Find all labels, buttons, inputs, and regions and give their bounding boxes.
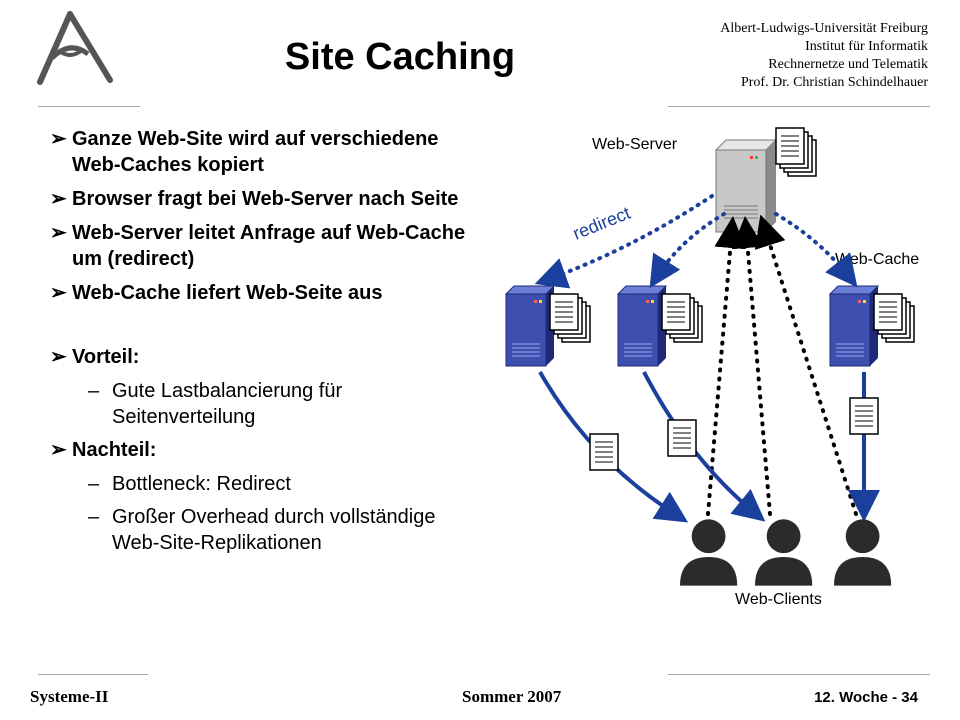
university-info: Albert-Ludwigs-Universität Freiburg Inst… <box>720 20 928 92</box>
footer-term: Sommer 2007 <box>462 687 562 706</box>
bullet-item: ➢Web-Server leitet Anfrage auf Web-Cache… <box>50 220 480 272</box>
university-line: Institut für Informatik <box>805 39 928 54</box>
redirect-arrow <box>774 212 858 288</box>
page-title: Site Caching <box>284 36 516 78</box>
arrow-bullet-icon: ➢ <box>50 128 67 150</box>
web-server-label: Web-Server <box>592 136 678 153</box>
bullet-text: Ganze Web-Site wird auf verschiedene Web… <box>72 128 439 176</box>
bullet-item: ➢Web-Cache liefert Web-Seite aus <box>50 280 480 306</box>
arrow-bullet-icon: ➢ <box>50 222 67 244</box>
sub-bullet-item: –Bottleneck: Redirect <box>88 473 291 495</box>
web-server-icon <box>714 139 778 233</box>
delivery-arrow <box>642 371 766 522</box>
header-rule-right <box>668 106 930 107</box>
arrow-bullet-icon: ➢ <box>50 346 67 368</box>
arrow-bullet-icon: ➢ <box>50 439 67 461</box>
bullet-item: ➢Nachteil: <box>50 437 480 463</box>
request-arrow <box>731 216 772 516</box>
footer-rule-left <box>38 674 148 675</box>
sub-bullet-text: Großer Overhead durch vollständige Web-S… <box>112 506 436 554</box>
bullet-text: Nachteil: <box>72 439 157 461</box>
redirect-arrow <box>534 194 714 289</box>
web-client-icon <box>755 519 813 586</box>
sub-bullet-item: –Gute Lastbalancierung für Seitenverteil… <box>88 380 343 428</box>
footer-rule-right <box>668 674 930 675</box>
web-page-icon <box>849 397 879 435</box>
bullet-list: ➢Ganze Web-Site wird auf verschiedene We… <box>50 126 480 563</box>
sub-bullet-text: Bottleneck: Redirect <box>112 473 291 495</box>
sub-bullet-text: Gute Lastbalancierung für Seitenverteilu… <box>112 380 343 428</box>
web-clients-label: Web-Clients <box>735 591 822 608</box>
web-cache-server-icon <box>829 285 879 367</box>
arrow-bullet-icon: ➢ <box>50 188 67 210</box>
redirect-label: redirect <box>570 203 633 244</box>
bullet-text: Vorteil: <box>72 346 140 368</box>
web-cache-documents-icon <box>874 294 914 342</box>
web-cache-server-icon <box>505 285 555 367</box>
web-page-icon <box>589 433 619 471</box>
university-line: Rechnernetze und Telematik <box>768 57 928 72</box>
redirect-arrow <box>649 212 726 289</box>
bullet-item: ➢Browser fragt bei Web-Server nach Seite <box>50 186 480 212</box>
web-cache-label: Web-Cache <box>835 251 919 268</box>
web-cache-documents-icon <box>662 294 702 342</box>
sub-bullet-item: –Großer Overhead durch vollständige Web-… <box>88 506 436 554</box>
bullet-item: ➢Ganze Web-Site wird auf verschiedene We… <box>50 126 480 178</box>
web-server-documents-icon <box>776 128 816 176</box>
bullet-item: ➢Vorteil: <box>50 344 480 370</box>
web-cache-server-icon <box>617 285 667 367</box>
request-arrow <box>706 216 747 516</box>
web-client-icon <box>834 519 892 586</box>
university-line: Albert-Ludwigs-Universität Freiburg <box>720 21 928 36</box>
web-page-icon <box>667 419 697 457</box>
web-client-icon <box>680 519 738 586</box>
footer-course: Systeme-II <box>30 687 109 706</box>
request-arrow <box>754 214 858 516</box>
arrow-bullet-icon: ➢ <box>50 282 67 304</box>
web-cache-documents-icon <box>550 294 590 342</box>
header-rule-left <box>38 106 140 107</box>
site-caching-diagram: Web-Server Web-Cache redirect Web-Client… <box>505 110 919 608</box>
university-logo <box>37 11 113 85</box>
bullet-text: Browser fragt bei Web-Server nach Seite <box>72 188 459 210</box>
university-line: Prof. Dr. Christian Schindelhauer <box>740 75 928 90</box>
footer-page-number: 12. Woche - 34 <box>814 689 918 706</box>
bullet-text: Web-Server leitet Anfrage auf Web-Cache … <box>72 222 466 270</box>
bullet-text: Web-Cache liefert Web-Seite aus <box>72 282 383 304</box>
